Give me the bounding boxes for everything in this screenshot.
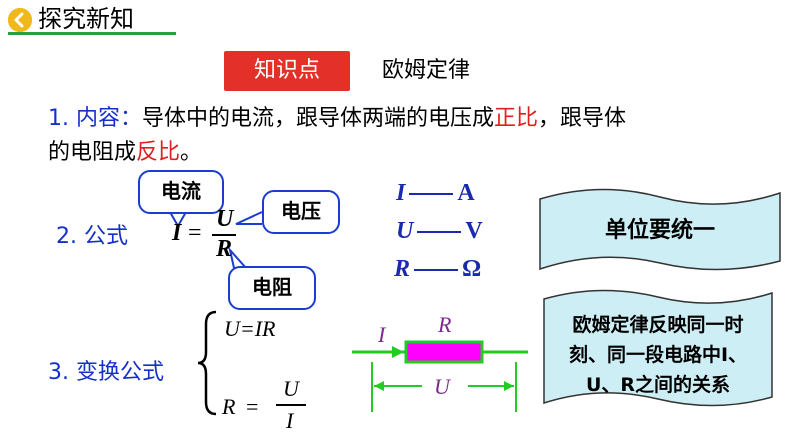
bubble-connectors: [169, 211, 263, 269]
highlight-inverse-proportion: 反比: [136, 140, 181, 165]
unit-value: A: [457, 180, 475, 206]
formula-label: 2. 公式: [56, 224, 128, 249]
unit-symbol: I: [396, 180, 406, 206]
law-note-line-2: 刻、同一段电路中I、: [568, 344, 748, 366]
header-underline: [8, 32, 176, 35]
content-text-b: ，跟导体: [538, 106, 627, 131]
content-line-2: 的电阻成反比。: [48, 136, 202, 170]
unit-note-text: 单位要统一: [604, 218, 715, 243]
formula-denominator: R: [216, 236, 233, 262]
law-note-text: 欧姆定律反映同一时 刻、同一段电路中I、 U、R之间的关系: [548, 310, 768, 400]
curly-brace-icon: [197, 310, 217, 416]
formula-equals: =: [188, 220, 202, 246]
content-text-a: 导体中的电流，跟导体两端的电压成: [141, 106, 494, 131]
bubble-voltage: 电压: [262, 190, 340, 234]
circuit-voltage-label: U: [434, 374, 450, 399]
content-text-c: 的电阻成: [48, 140, 137, 165]
formula-lhs: I: [172, 220, 182, 246]
unit-value: Ω: [462, 256, 482, 282]
circuit-diagram: [352, 340, 528, 412]
law-note-card: [543, 289, 773, 407]
unit-symbol: R: [394, 256, 411, 282]
transform-formula-2-lhs: R: [222, 394, 236, 419]
bubble-current: 电流: [138, 170, 224, 214]
unit-value: V: [465, 218, 483, 244]
law-note-line-1: 欧姆定律反映同一时: [572, 314, 744, 336]
transform-fraction-bar: [276, 404, 306, 406]
bubble-resistance: 电阻: [228, 266, 316, 310]
highlight-direct-proportion: 正比: [494, 106, 539, 131]
transform-formula-2-denominator: I: [286, 408, 294, 433]
formula-fraction-bar: [212, 234, 236, 236]
transform-formula-2-numerator: U: [283, 376, 299, 401]
content-text-d: 。: [180, 140, 203, 165]
transform-formula-2-equals: =: [246, 394, 259, 419]
circuit-current-label: I: [378, 322, 386, 347]
unit-note-card: [539, 188, 781, 271]
content-line-1: 1. 内容：导体中的电流，跟导体两端的电压成正比，跟导体: [48, 102, 626, 136]
law-note-line-3: U、R之间的关系: [585, 374, 731, 396]
page-title: 探究新知: [38, 5, 134, 33]
knowledge-point-badge: 知识点: [224, 51, 350, 91]
header-icon: [8, 8, 32, 32]
knowledge-point-name: 欧姆定律: [382, 58, 471, 83]
transform-formula-1: U=IR: [224, 316, 276, 341]
unit-symbol: U: [396, 218, 414, 244]
content-label: 1. 内容：: [48, 106, 142, 131]
formula-numerator: U: [216, 206, 234, 232]
transform-label: 3. 变换公式: [48, 360, 164, 385]
circuit-resistor-label: R: [438, 312, 452, 337]
